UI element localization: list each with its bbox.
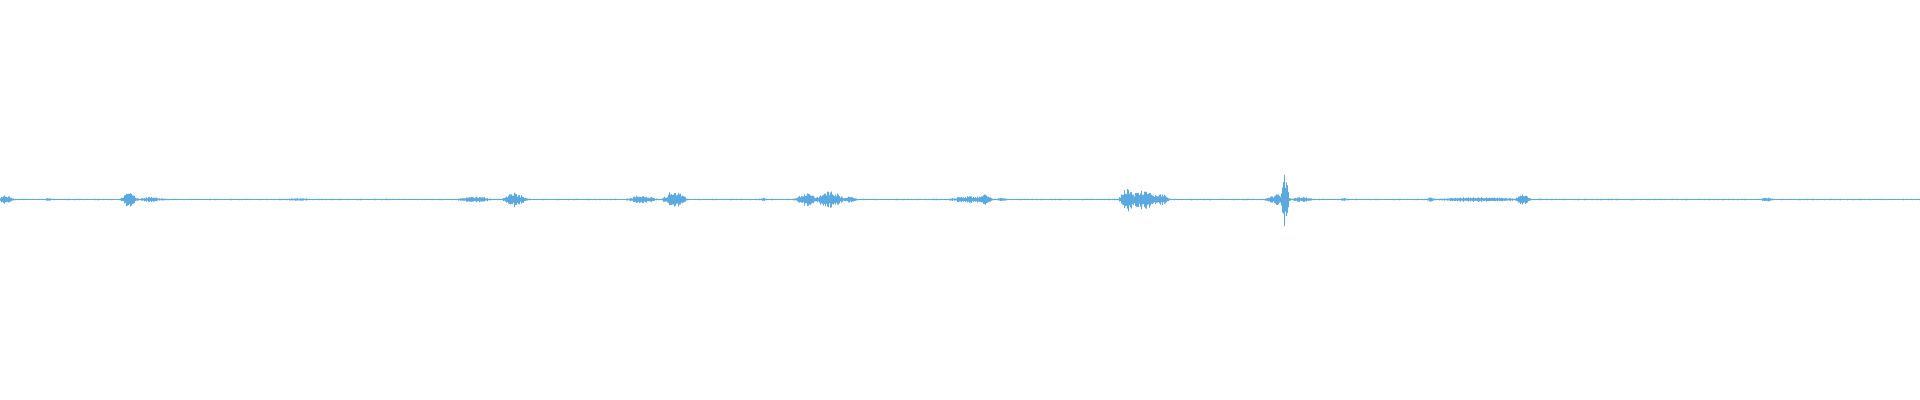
waveform-trace <box>0 174 1920 227</box>
